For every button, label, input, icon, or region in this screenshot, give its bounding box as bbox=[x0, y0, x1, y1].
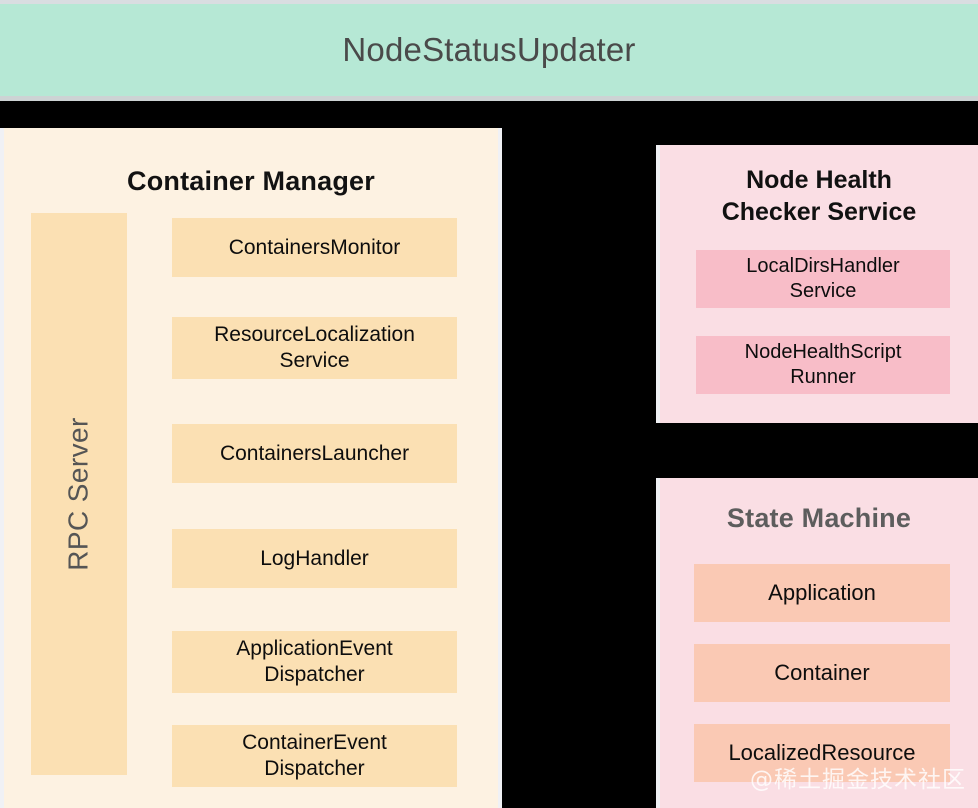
component-label-line2: Dispatcher bbox=[264, 663, 365, 686]
component-label-line1: LocalDirsHandler bbox=[746, 255, 900, 278]
state-machine-component-list: Application Container LocalizedResource bbox=[694, 564, 950, 782]
component-label-line1: ApplicationEvent bbox=[236, 637, 393, 661]
component-label: Container bbox=[774, 660, 870, 685]
component-label-line2: Service bbox=[279, 349, 350, 372]
state-machine-panel: State Machine Application Container Loca… bbox=[656, 478, 978, 808]
page-title: NodeStatusUpdater bbox=[342, 31, 636, 68]
title-line2: Checker Service bbox=[721, 198, 917, 226]
state-machine-title: State Machine bbox=[726, 503, 912, 533]
spacer bbox=[172, 588, 457, 631]
node-health-checker-service-panel: Node Health Checker Service LocalDirsHan… bbox=[656, 145, 978, 423]
component-label: ApplicationEvent Dispatcher bbox=[236, 636, 392, 687]
component-label: ResourceLocalization Service bbox=[214, 322, 415, 373]
component-label-line1: ContainerEvent bbox=[242, 731, 387, 755]
spacer bbox=[694, 622, 950, 644]
component-label: LocalizedResource bbox=[728, 740, 916, 765]
spacer bbox=[172, 379, 457, 424]
spacer bbox=[172, 277, 457, 317]
spacer bbox=[694, 702, 950, 724]
component-label: NodeHealthScript Runner bbox=[745, 340, 902, 390]
component-label-line2: Runner bbox=[790, 366, 856, 388]
component-label: ContainerEvent Dispatcher bbox=[242, 730, 387, 781]
component-label: ContainersLauncher bbox=[219, 441, 410, 465]
component-node-health-script-runner: NodeHealthScript Runner bbox=[696, 336, 950, 394]
component-label-line2: Dispatcher bbox=[264, 757, 365, 780]
component-label-line1: ResourceLocalization bbox=[214, 323, 415, 347]
component-label-line2: Service bbox=[789, 280, 857, 302]
container-manager-component-list: ContainersMonitor ResourceLocalization S… bbox=[172, 218, 457, 787]
rpc-server-label: RPC Server bbox=[63, 417, 94, 571]
rpc-server-column: RPC Server bbox=[31, 213, 127, 775]
component-localized-resource: LocalizedResource bbox=[694, 724, 950, 782]
container-manager-panel: Container Manager RPC Server ContainersM… bbox=[0, 128, 502, 808]
component-label: LogHandler bbox=[260, 546, 369, 570]
component-application: Application bbox=[694, 564, 950, 622]
node-health-checker-service-title: Node Health Checker Service bbox=[660, 164, 978, 228]
component-log-handler: LogHandler bbox=[172, 529, 457, 588]
title-line1: Node Health bbox=[746, 166, 892, 194]
node-health-component-list: LocalDirsHandler Service NodeHealthScrip… bbox=[696, 250, 950, 394]
nodestatusupdater-header: NodeStatusUpdater bbox=[0, 4, 978, 96]
component-label: ContainersMonitor bbox=[228, 235, 401, 259]
spacer bbox=[172, 693, 457, 725]
component-container: Container bbox=[694, 644, 950, 702]
component-label: LocalDirsHandler Service bbox=[746, 254, 899, 304]
component-containers-launcher: ContainersLauncher bbox=[172, 424, 457, 483]
component-container-event-dispatcher: ContainerEvent Dispatcher bbox=[172, 725, 457, 787]
spacer bbox=[172, 483, 457, 529]
component-label: Application bbox=[768, 580, 876, 605]
spacer bbox=[696, 308, 950, 336]
component-application-event-dispatcher: ApplicationEvent Dispatcher bbox=[172, 631, 457, 693]
header-top-edge bbox=[0, 0, 978, 4]
component-resource-localization-service: ResourceLocalization Service bbox=[172, 317, 457, 379]
component-local-dirs-handler-service: LocalDirsHandler Service bbox=[696, 250, 950, 308]
header-bottom-edge bbox=[0, 96, 978, 101]
container-manager-title: Container Manager bbox=[127, 166, 375, 196]
component-containers-monitor: ContainersMonitor bbox=[172, 218, 457, 277]
component-label-line1: NodeHealthScript bbox=[744, 341, 902, 364]
